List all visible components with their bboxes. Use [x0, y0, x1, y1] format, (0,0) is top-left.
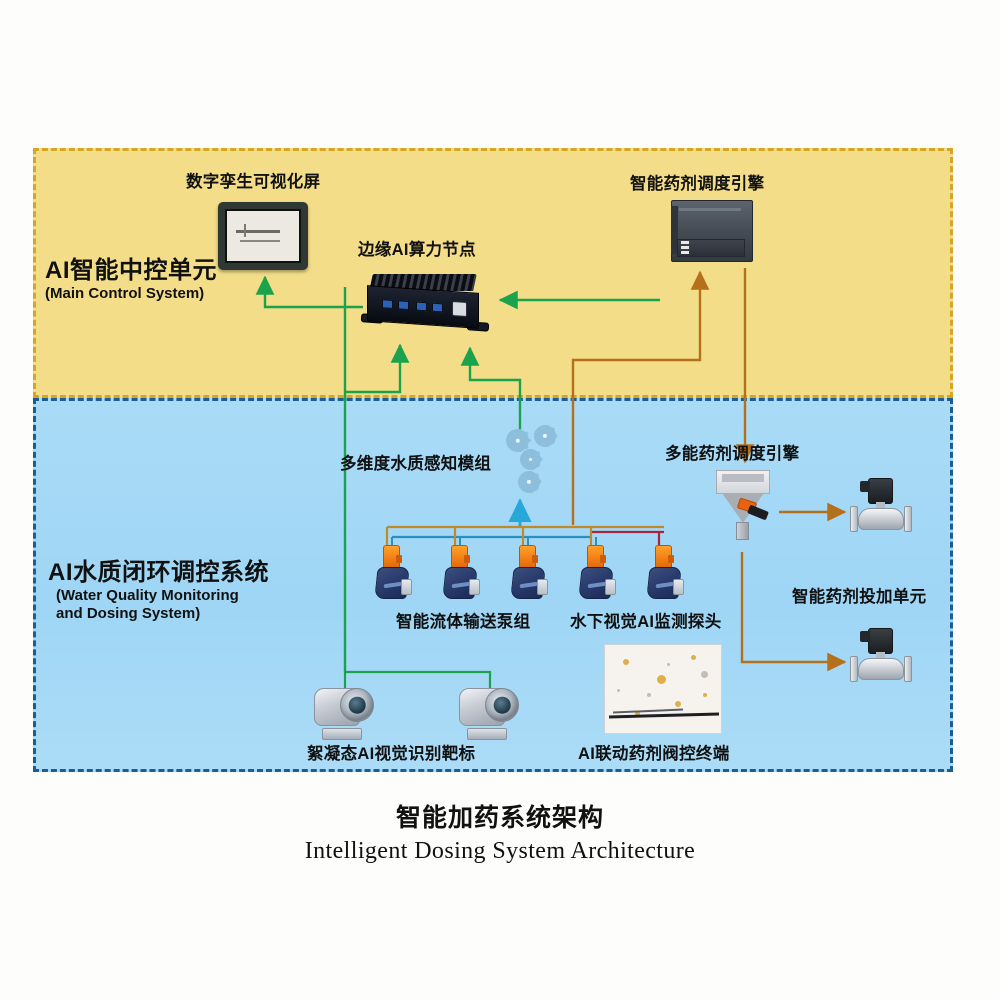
floc-particle — [617, 689, 620, 692]
floc-particle — [635, 711, 640, 716]
pump-head — [451, 545, 470, 571]
plc-brand-strip — [679, 208, 741, 211]
plc-controller-icon[interactable] — [671, 200, 753, 262]
valve-flange-right — [904, 506, 912, 532]
camera-target-icon[interactable] — [459, 682, 521, 740]
valve-flange-left — [850, 506, 858, 532]
camera-mount — [467, 728, 507, 740]
floc-scale-bar — [608, 712, 720, 719]
valve-stem — [876, 502, 885, 511]
valve-body — [858, 658, 904, 680]
floc-particle — [623, 659, 629, 665]
dosing-pump-icon[interactable] — [644, 545, 684, 601]
solenoid-valve-icon[interactable] — [848, 628, 914, 690]
caption-dosing-valves: 智能药剂投加单元 — [792, 588, 927, 606]
hopper-outlet — [736, 522, 749, 540]
dosing-pump-icon[interactable] — [372, 545, 412, 601]
zone-label-main-control: AI智能中控单元 (Main Control System) — [45, 250, 217, 303]
zone-label-en-line1: (Water Quality Monitoring — [56, 587, 239, 604]
usb-port — [432, 302, 443, 313]
floc-particle — [691, 655, 696, 660]
caption-hmi-display: 数字孪生可视化屏 — [186, 173, 321, 191]
ethernet-port — [452, 301, 467, 318]
caption-sensor-module: 多维度水质感知模组 — [340, 455, 492, 473]
dosing-pump-icon[interactable] — [508, 545, 548, 601]
pump-foot — [673, 579, 684, 595]
plc-terminal-block — [677, 239, 745, 257]
caption-edge-node: 边缘AI算力节点 — [358, 241, 476, 259]
valve-flange-left — [850, 656, 858, 682]
pump-foot — [537, 579, 548, 595]
usb-port — [382, 299, 393, 309]
floc-particle — [701, 671, 708, 678]
edge-chassis — [367, 285, 479, 329]
hmi-screen-tick — [244, 224, 247, 237]
usb-port — [416, 301, 427, 312]
camera-mount — [322, 728, 362, 740]
hopper-bin — [716, 470, 770, 494]
caption-floc-targets: 絮凝态AI视觉识别靶标 — [307, 745, 476, 763]
pump-foot — [605, 579, 616, 595]
hmi-screen — [225, 209, 301, 263]
floc-particle — [675, 701, 681, 707]
gear-icon — [519, 471, 542, 493]
camera-lens — [485, 688, 519, 722]
floc-particle — [703, 693, 707, 697]
camera-target-icon[interactable] — [314, 682, 376, 740]
zone-label-en: (Main Control System) — [45, 285, 205, 302]
gear-icon — [521, 449, 542, 470]
zone-label-water-quality: AI水质闭环调控系统 (Water Quality Monitoring and… — [48, 552, 269, 622]
pump-foot — [401, 579, 412, 595]
dosing-pump-icon[interactable] — [576, 545, 616, 601]
floc-particle — [657, 675, 666, 684]
valve-solenoid-coil — [860, 478, 893, 504]
caption-valve-terminal: AI联动药剂阀控终端 — [578, 745, 730, 763]
caption-plc-engine: 智能药剂调度引擎 — [630, 175, 765, 193]
plc-status-leds — [681, 241, 689, 254]
camera-lens — [340, 688, 374, 722]
zone-label-en-line2: and Dosing System) — [56, 604, 201, 622]
floc-particle — [647, 693, 651, 697]
gear-icon — [507, 429, 531, 452]
usb-port — [398, 300, 409, 311]
caption-underwater-probe: 水下视觉AI监测探头 — [570, 613, 722, 631]
valve-solenoid-coil — [860, 628, 893, 654]
plc-side-module — [671, 206, 678, 254]
gear-cluster-icon — [505, 425, 565, 498]
caption-feeder-engine: 多能药剂调度引擎 — [665, 445, 800, 463]
hmi-display-icon[interactable] — [218, 202, 308, 270]
dosing-pump-icon[interactable] — [440, 545, 480, 601]
floc-micrograph-icon[interactable] — [604, 644, 722, 734]
hopper-feeder-icon[interactable] — [712, 470, 774, 550]
zone-main-control-system — [33, 148, 953, 398]
zone-label-cn: AI智能中控单元 — [45, 257, 217, 284]
valve-flange-right — [904, 656, 912, 682]
valve-body — [858, 508, 904, 530]
caption-dosing-pumps: 智能流体输送泵组 — [396, 613, 531, 631]
gear-icon — [535, 425, 558, 447]
figure-title-cn: 智能加药系统架构 — [395, 804, 604, 832]
zone-label-cn: AI水质闭环调控系统 — [48, 559, 269, 586]
pump-foot — [469, 579, 480, 595]
edge-computer-icon[interactable] — [360, 274, 490, 336]
valve-stem — [876, 652, 885, 661]
solenoid-valve-icon[interactable] — [848, 478, 914, 540]
floc-particle — [667, 663, 670, 666]
figure-title-en: Intelligent Dosing System Architecture — [304, 838, 696, 864]
